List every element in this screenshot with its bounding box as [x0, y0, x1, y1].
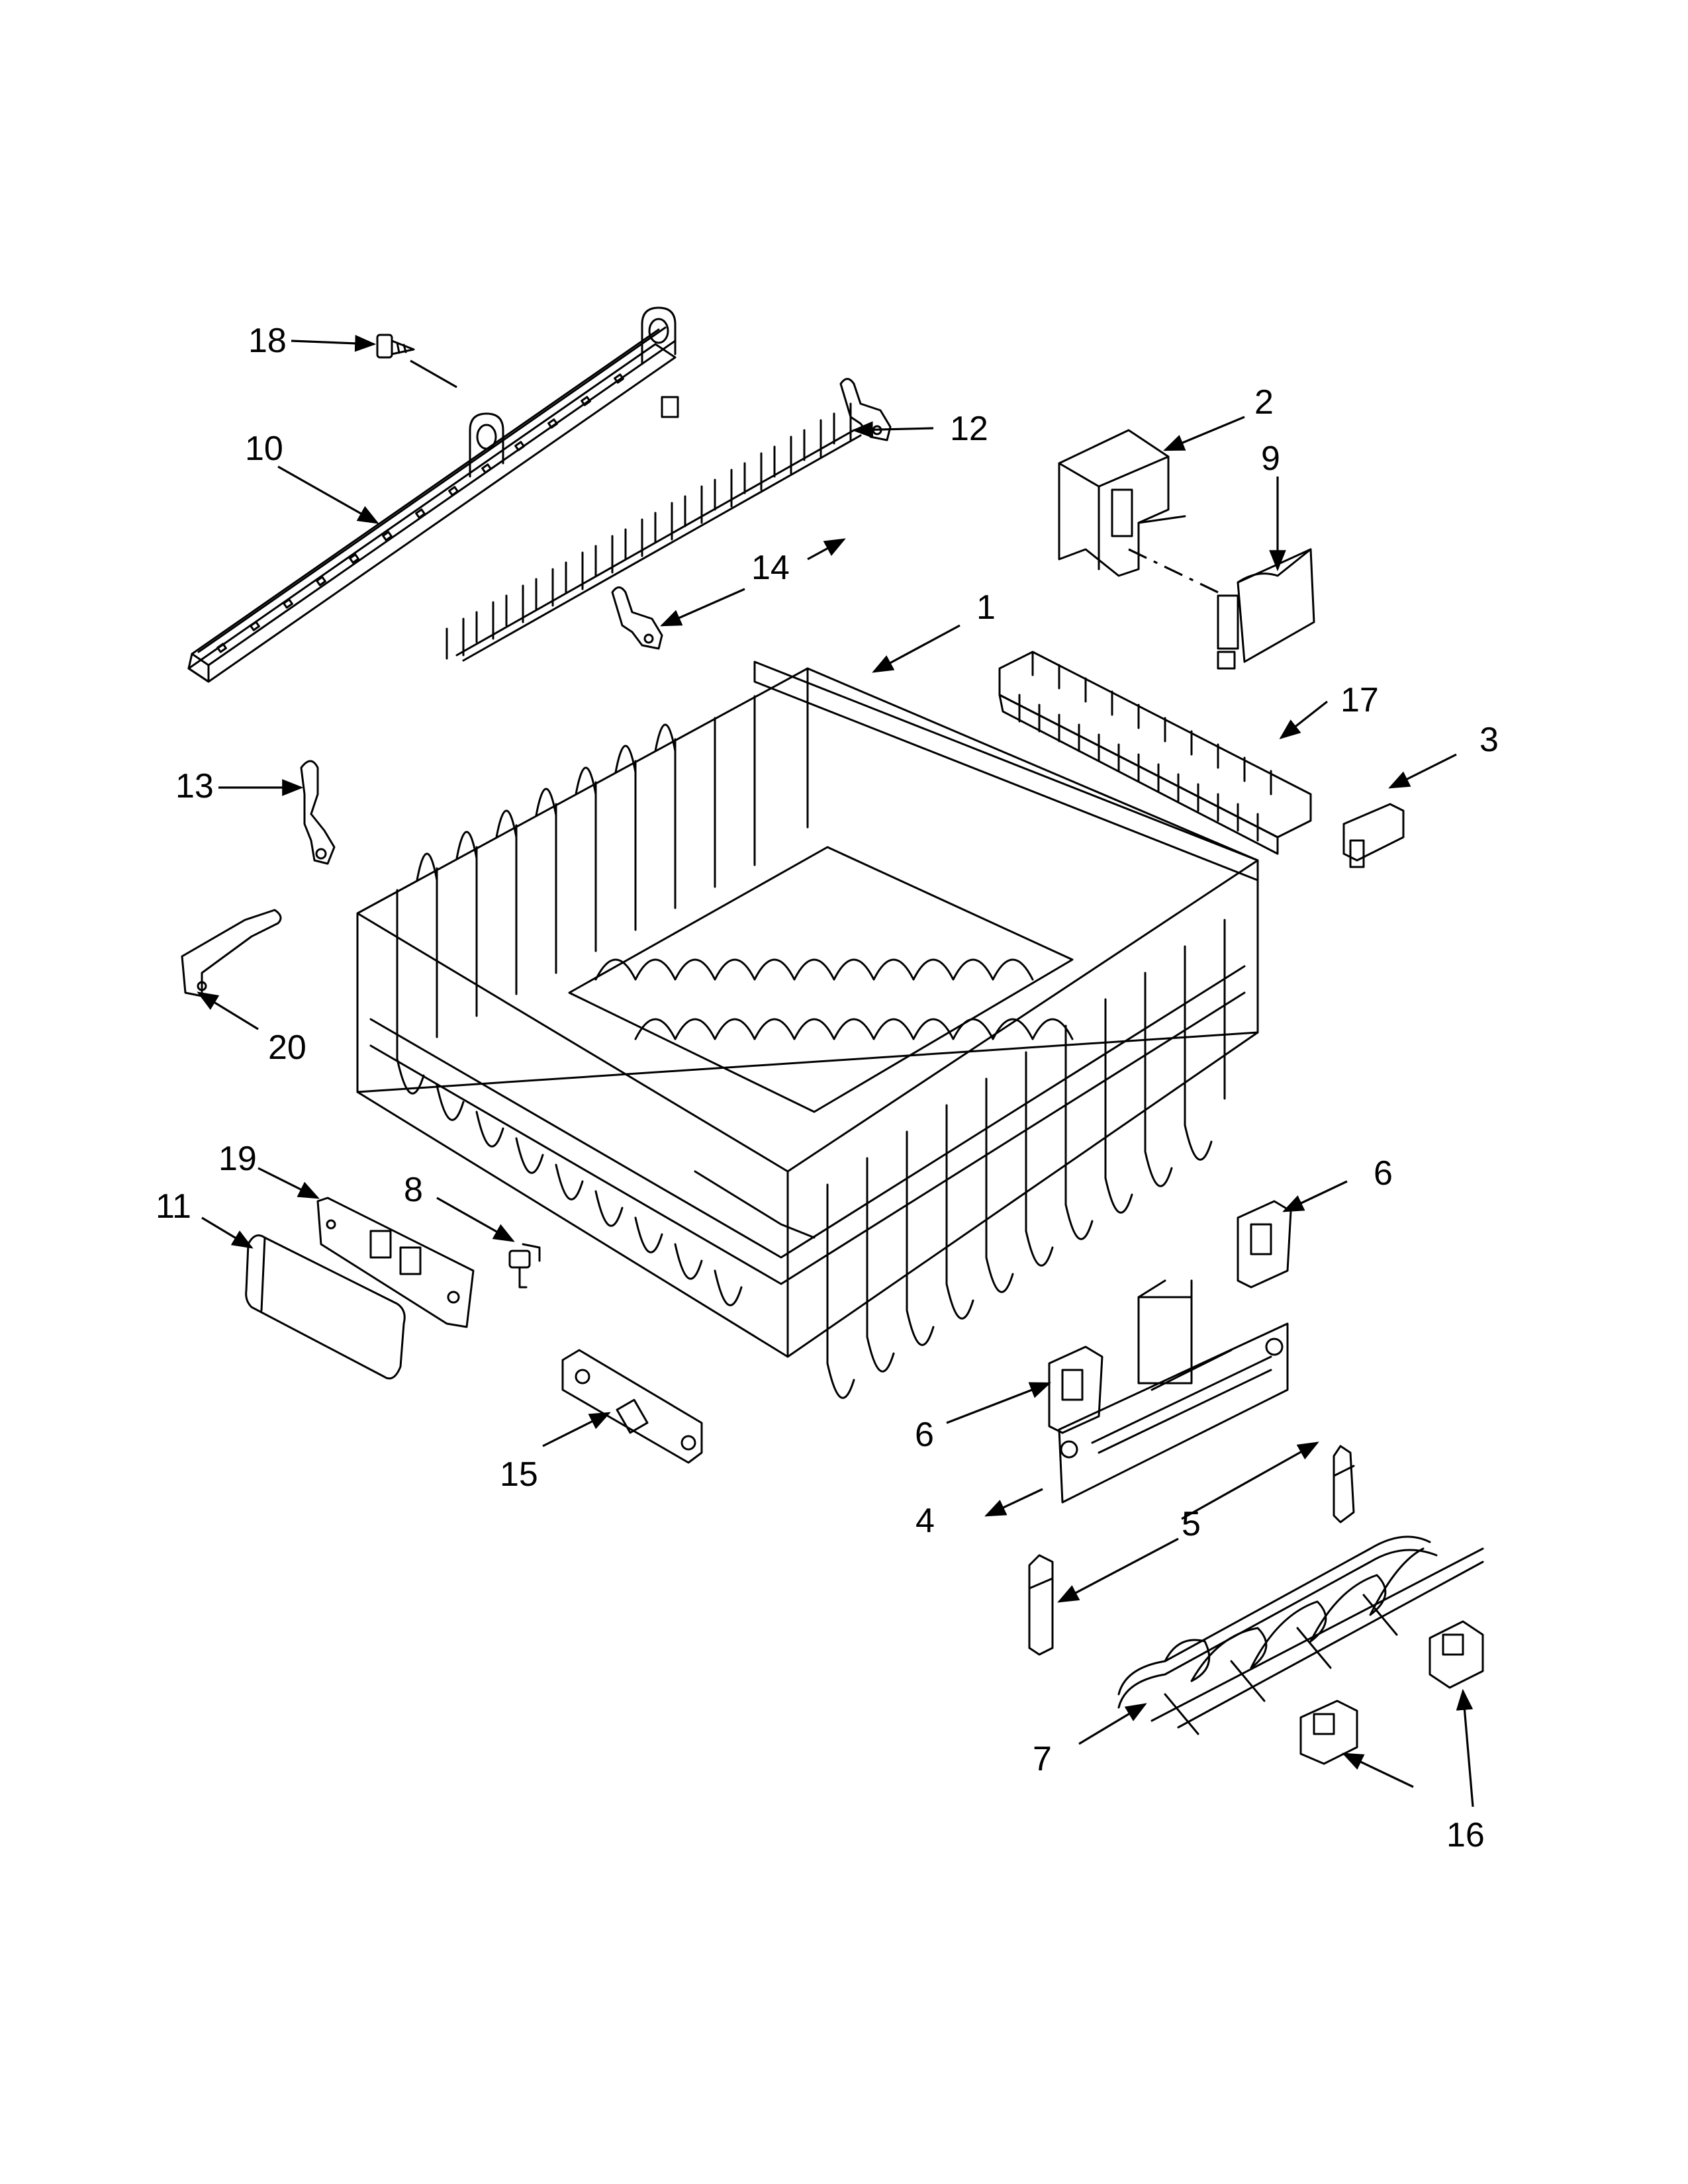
- post-part-5b: [1028, 1554, 1054, 1656]
- wire-insert-part: [1117, 1535, 1484, 1735]
- callout-8: 8: [404, 1171, 423, 1209]
- callout-19: 19: [218, 1140, 257, 1178]
- adjuster-arm-part: [181, 909, 282, 997]
- callout-15: 15: [500, 1455, 538, 1494]
- small-clip-part: [1342, 803, 1405, 868]
- callout-2: 2: [1254, 383, 1274, 422]
- basket-lid-part: [1217, 548, 1315, 670]
- callout-14: 14: [751, 549, 790, 587]
- pin-screw-part: [508, 1243, 541, 1289]
- callout-18: 18: [248, 322, 287, 360]
- callout-1: 1: [976, 588, 996, 627]
- silverware-basket-part: [998, 651, 1312, 855]
- handle-bracket-part: [316, 1197, 475, 1328]
- callout-5: 5: [1182, 1505, 1201, 1543]
- tine-row-part: [445, 402, 862, 662]
- upper-rack-part: [356, 660, 1259, 1399]
- callout-11: 11: [156, 1187, 191, 1226]
- clip-part-6b: [1048, 1345, 1103, 1434]
- callout-10: 10: [245, 430, 283, 468]
- callout-20: 20: [268, 1028, 306, 1067]
- callout-13: 13: [175, 767, 214, 805]
- holder-dash-line: [1128, 548, 1219, 594]
- handle-cover-part: [245, 1234, 406, 1380]
- post-part-5a: [1333, 1445, 1355, 1524]
- callout-3: 3: [1479, 721, 1499, 759]
- callout-16: 16: [1446, 1816, 1485, 1854]
- leader-lines: [197, 335, 1474, 1807]
- callout-12: 12: [950, 410, 988, 448]
- adjuster-panel-part: [1058, 1279, 1289, 1504]
- callout-7: 7: [1033, 1740, 1052, 1778]
- clip-part-6a: [1237, 1200, 1292, 1289]
- callout-9: 9: [1261, 439, 1280, 478]
- screw-part: [376, 334, 415, 359]
- rack-bracket-part: [561, 1349, 703, 1464]
- callout-4: 4: [915, 1502, 935, 1540]
- rack-clip-part: [300, 760, 336, 865]
- callout-labels: 1 2 3 4 5 6 6 7 8 9 10 11 12 13 14 15 16…: [156, 322, 1499, 1854]
- clip-part-16a: [1429, 1620, 1484, 1689]
- callout-6-upper: 6: [1374, 1154, 1393, 1193]
- basket-holder-part: [1058, 429, 1186, 577]
- callout-17: 17: [1340, 681, 1379, 719]
- slide-rail-part: [187, 306, 679, 683]
- clip-part-b: [611, 586, 663, 650]
- callout-6-lower: 6: [915, 1416, 934, 1454]
- clip-part-16b: [1299, 1700, 1358, 1765]
